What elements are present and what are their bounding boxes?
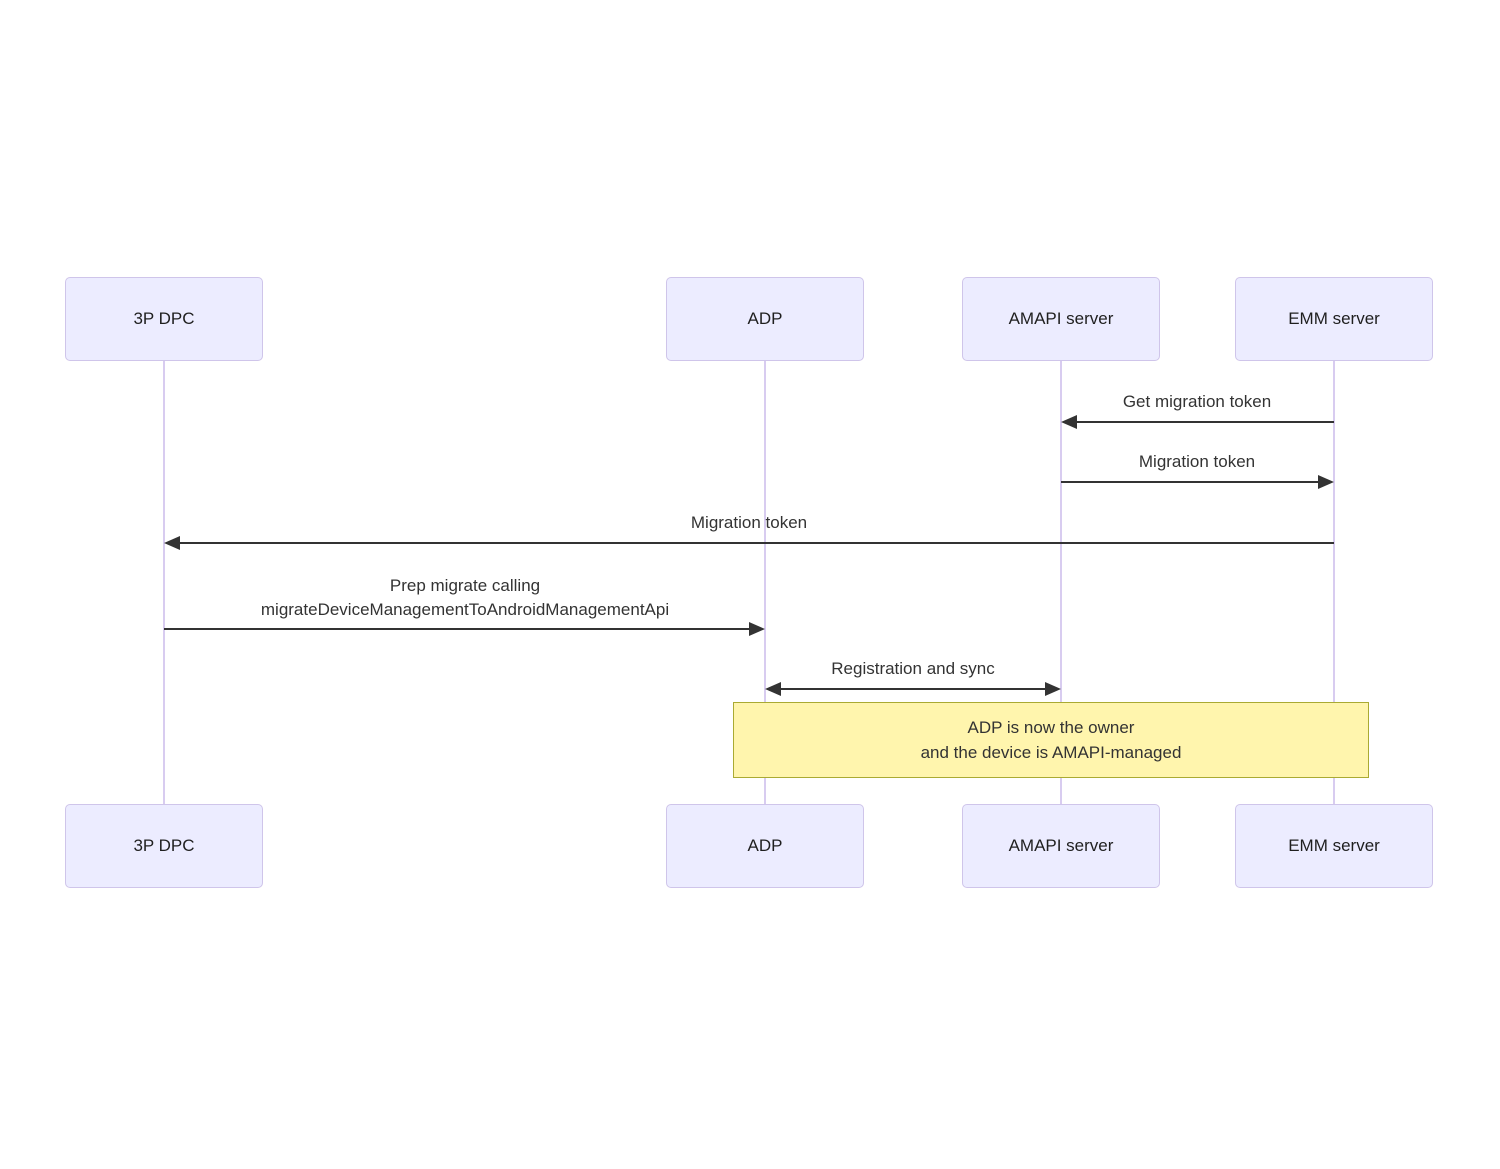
actor-box-amapi-server-top: AMAPI server <box>962 277 1160 361</box>
actor-box-adp-bottom: ADP <box>666 804 864 888</box>
message-line-registration-sync <box>779 688 1047 690</box>
actor-box-emm-server-top: EMM server <box>1235 277 1433 361</box>
actor-label-adp-top: ADP <box>747 309 783 328</box>
arrowhead-left-icon <box>1061 415 1077 429</box>
message-label-get-migration-token: Get migration token <box>1122 392 1272 411</box>
actor-label-emm-server-bottom: EMM server <box>1288 836 1380 855</box>
message-label-prep-migrate-line1: Prep migrate calling <box>389 576 541 595</box>
message-label-migration-token-to-emm: Migration token <box>1138 452 1256 471</box>
message-label-prep-migrate-line2: migrateDeviceManagementToAndroidManageme… <box>260 600 670 619</box>
lifeline-adp <box>764 361 766 804</box>
message-label-migration-token-to-dpc: Migration token <box>690 513 808 532</box>
message-label-prep-migrate: Prep migrate calling migrateDeviceManage… <box>261 574 669 622</box>
actor-label-amapi-server-bottom: AMAPI server <box>1008 836 1114 855</box>
actor-box-emm-server-bottom: EMM server <box>1235 804 1433 888</box>
actor-label-amapi-server-top: AMAPI server <box>1008 309 1114 328</box>
arrowhead-right-icon <box>1318 475 1334 489</box>
actor-label-adp-bottom: ADP <box>747 836 783 855</box>
note-line2: and the device is AMAPI-managed <box>920 743 1182 762</box>
lifeline-amapi-server <box>1060 361 1062 804</box>
actor-label-3p-dpc-bottom: 3P DPC <box>133 836 195 855</box>
lifeline-3p-dpc <box>163 361 165 804</box>
actor-label-emm-server-top: EMM server <box>1288 309 1380 328</box>
arrowhead-right-icon <box>1045 682 1061 696</box>
note-line1: ADP is now the owner <box>967 718 1135 737</box>
message-label-registration-sync: Registration and sync <box>831 659 995 678</box>
actor-box-3p-dpc-bottom: 3P DPC <box>65 804 263 888</box>
message-line-migration-token-to-dpc <box>178 542 1334 544</box>
lifeline-emm-server <box>1333 361 1335 804</box>
message-line-get-migration-token <box>1075 421 1334 423</box>
actor-box-adp-top: ADP <box>666 277 864 361</box>
note-box: ADP is now the owner and the device is A… <box>733 702 1369 778</box>
message-line-migration-token-to-emm <box>1061 481 1320 483</box>
actor-box-3p-dpc-top: 3P DPC <box>65 277 263 361</box>
message-line-prep-migrate <box>164 628 751 630</box>
arrowhead-left-icon <box>765 682 781 696</box>
arrowhead-right-icon <box>749 622 765 636</box>
arrowhead-left-icon <box>164 536 180 550</box>
actor-label-3p-dpc-top: 3P DPC <box>133 309 195 328</box>
actor-box-amapi-server-bottom: AMAPI server <box>962 804 1160 888</box>
